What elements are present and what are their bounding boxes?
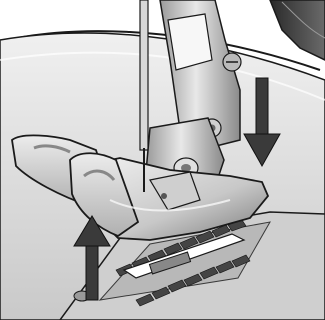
presser-bar — [140, 0, 148, 150]
